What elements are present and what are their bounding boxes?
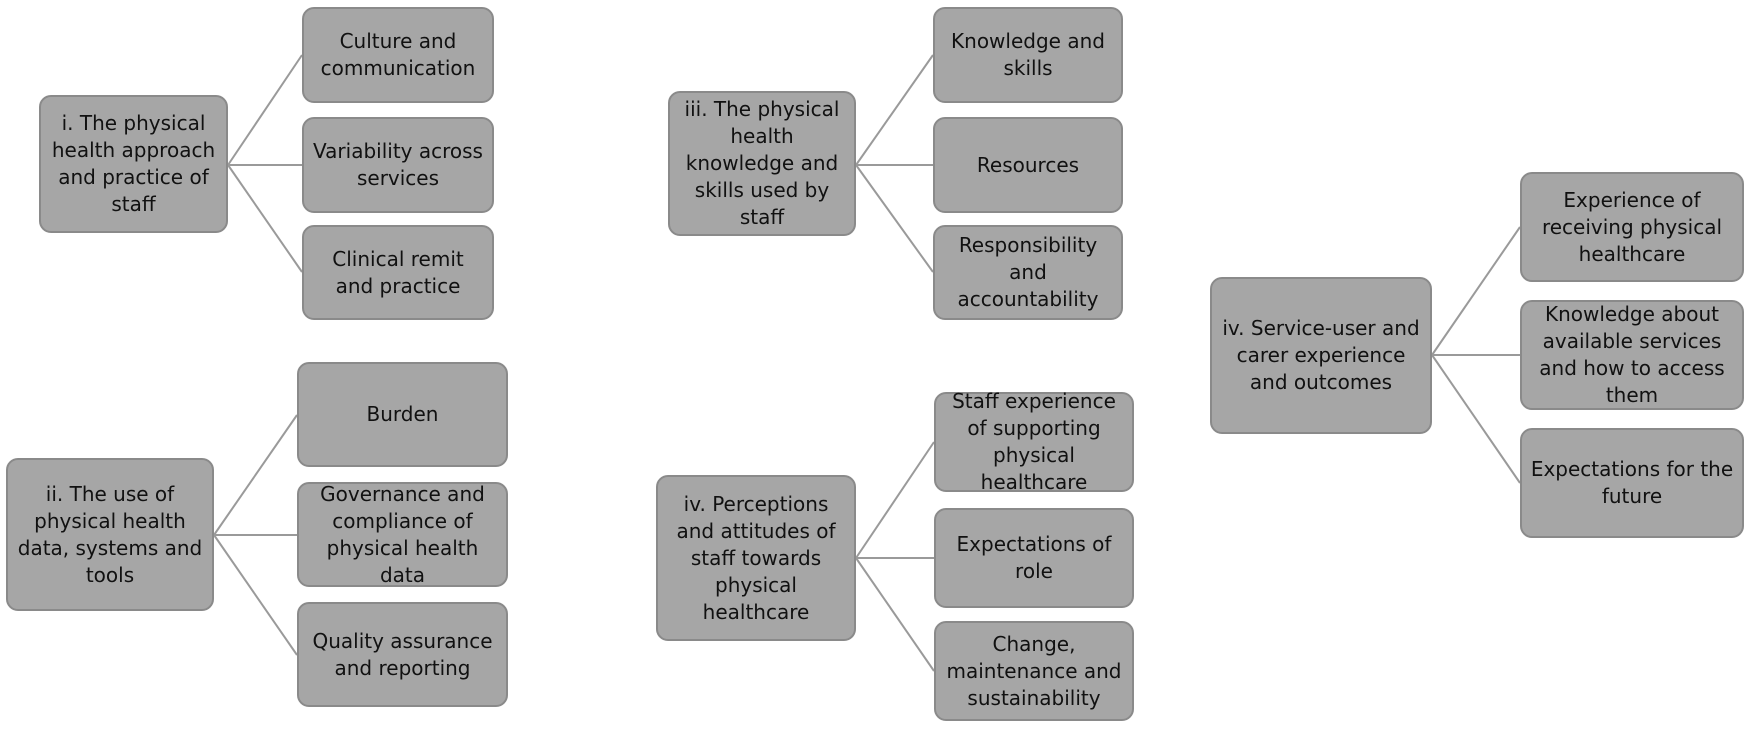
connector-line: [227, 54, 303, 166]
subtheme-label: Variability across services: [313, 139, 483, 190]
subtheme-box: Change, maintenance and sustainability: [934, 621, 1134, 721]
subtheme-label: Staff experience of supporting physical …: [952, 389, 1116, 494]
subtheme-label: Knowledge and skills: [951, 29, 1105, 80]
theme-label: i. The physical health approach and prac…: [51, 111, 216, 216]
connector-line: [855, 54, 934, 166]
connector-line: [213, 534, 298, 656]
connector-line: [1431, 354, 1521, 484]
subtheme-box: Responsibility and accountability: [933, 225, 1123, 320]
connector-line: [855, 557, 935, 672]
connector-line: [1431, 226, 1521, 356]
connector-line: [855, 164, 934, 273]
subtheme-box: Resources: [933, 117, 1123, 213]
subtheme-label: Clinical remit and practice: [332, 246, 464, 298]
subtheme-label: Quality assurance and reporting: [312, 628, 493, 680]
connector-line: [213, 414, 298, 536]
theme-box-4: iv. Perceptions and attitudes of staff t…: [656, 475, 856, 641]
subtheme-box: Variability across services: [302, 117, 494, 213]
theme-label: iv. Service-user and carer experience an…: [1222, 316, 1420, 394]
subtheme-label: Resources: [976, 152, 1080, 177]
subtheme-label: Knowledge about available services and h…: [1539, 302, 1725, 407]
subtheme-label: Burden: [366, 402, 439, 426]
subtheme-label: Expectations of role: [956, 532, 1112, 583]
subtheme-box: Experience of receiving physical healthc…: [1520, 172, 1744, 282]
subtheme-box: Governance and compliance of physical he…: [297, 482, 508, 587]
subtheme-label: Responsibility and accountability: [957, 233, 1099, 311]
subtheme-label: Experience of receiving physical healthc…: [1541, 187, 1723, 266]
subtheme-box: Knowledge and skills: [933, 7, 1123, 103]
subtheme-label: Change, maintenance and sustainability: [946, 631, 1122, 710]
subtheme-box: Burden: [297, 362, 508, 467]
theme-box-5: iv. Service-user and carer experience an…: [1210, 277, 1432, 434]
subtheme-box: Clinical remit and practice: [302, 225, 494, 320]
theme-box-3: iii. The physical health knowledge and s…: [668, 91, 856, 236]
theme-label: ii. The use of physical health data, sys…: [17, 481, 203, 587]
connector-line: [855, 441, 935, 559]
subtheme-label: Governance and compliance of physical he…: [320, 481, 485, 587]
subtheme-box: Culture and communication: [302, 7, 494, 103]
theme-label: iv. Perceptions and attitudes of staff t…: [676, 491, 836, 624]
subtheme-label: Expectations for the future: [1530, 457, 1734, 508]
subtheme-box: Knowledge about available services and h…: [1520, 300, 1744, 410]
subtheme-label: Culture and communication: [320, 29, 476, 80]
theme-label: iii. The physical health knowledge and s…: [684, 97, 840, 229]
connector-line: [227, 164, 303, 273]
theme-box-2: ii. The use of physical health data, sys…: [6, 458, 214, 611]
subtheme-box: Expectations of role: [934, 508, 1134, 608]
subtheme-box: Quality assurance and reporting: [297, 602, 508, 707]
subtheme-box: Staff experience of supporting physical …: [934, 389, 1134, 494]
theme-box-1: i. The physical health approach and prac…: [39, 95, 228, 233]
subtheme-box: Expectations for the future: [1520, 428, 1744, 538]
